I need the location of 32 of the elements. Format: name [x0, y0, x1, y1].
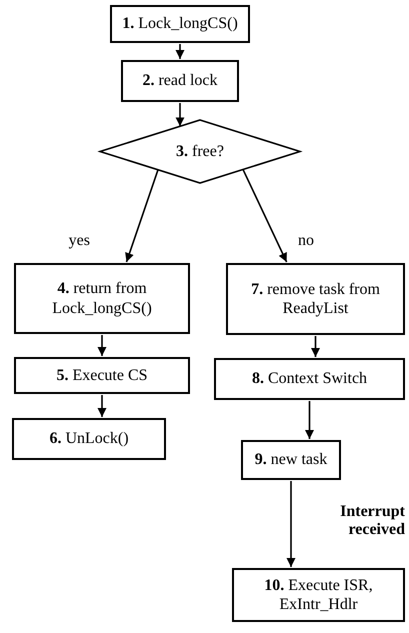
arrow [98, 335, 106, 356]
edge-label: no [298, 232, 314, 250]
node-text: 8. Context Switch [252, 369, 368, 389]
decision-diamond [100, 120, 300, 183]
node-text: 2. read lock [142, 71, 218, 91]
arrow [311, 336, 320, 357]
arrow [98, 395, 106, 417]
node-text: 10. Execute ISR, ExIntr_Hdlr [263, 576, 374, 614]
process-box [214, 358, 405, 400]
node-text: 3. free? [176, 142, 224, 162]
process-box [110, 5, 250, 43]
node-text: 6. UnLock() [49, 429, 129, 449]
process-box [226, 263, 405, 335]
process-box [12, 418, 166, 460]
edge-label: Interrupt received [339, 503, 405, 540]
arrow [176, 103, 184, 126]
process-box [14, 357, 190, 394]
arrow [176, 44, 184, 59]
arrow [286, 481, 296, 567]
arrow [125, 170, 159, 262]
edge-label: yes [68, 232, 90, 250]
process-box [241, 440, 341, 480]
node-text: 1. Lock_longCS() [122, 14, 238, 34]
arrow [305, 401, 314, 439]
process-box [121, 60, 239, 102]
node-text: 5. Execute CS [56, 366, 148, 386]
node-text: 9. new task [254, 450, 328, 470]
arrow [242, 169, 288, 262]
node-text: 4. return from Lock_longCS() [51, 279, 153, 318]
process-box [232, 568, 405, 622]
node-text: 7. remove task from ReadyList [250, 280, 381, 318]
process-box [14, 263, 190, 334]
